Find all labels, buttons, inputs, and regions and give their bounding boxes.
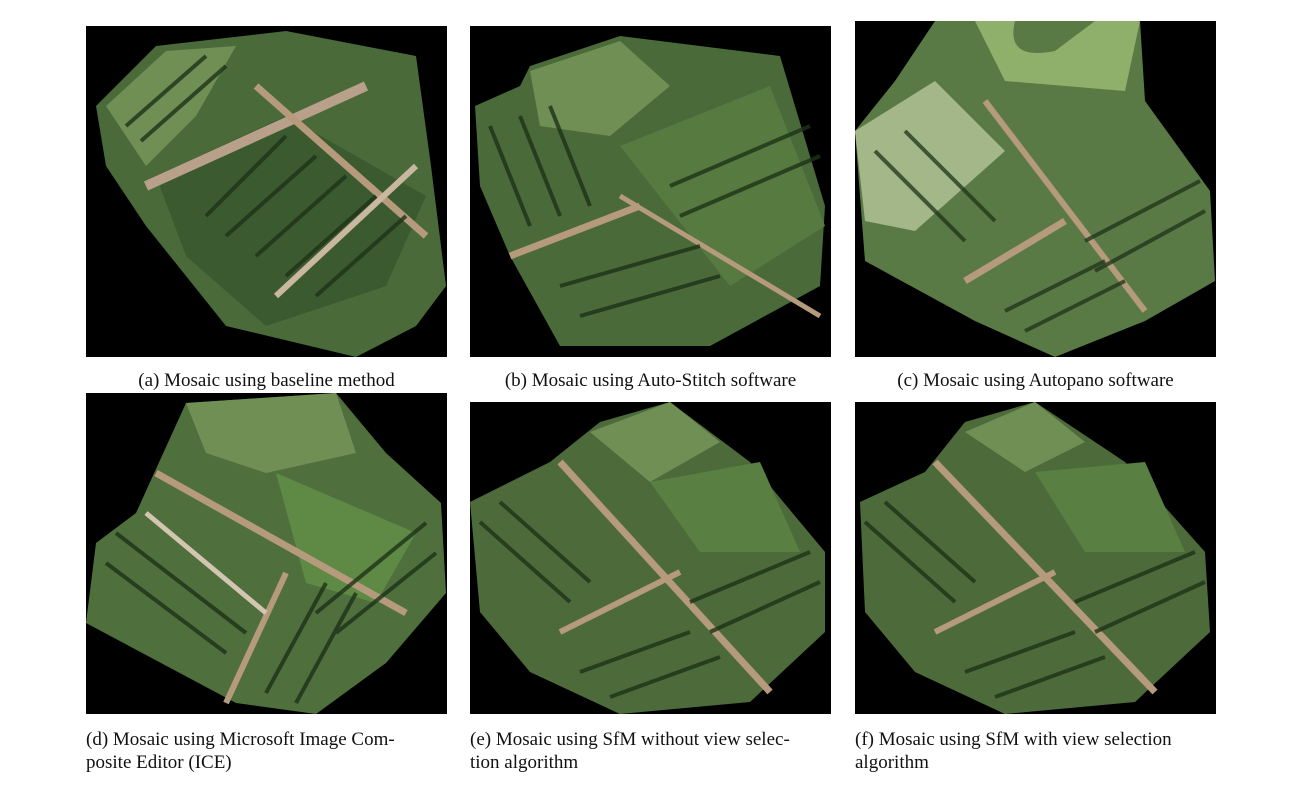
mosaic-b-graphic [475,36,825,346]
caption-b: (b) Mosaic using Auto-Stitch software [504,370,797,391]
caption-c: (c) Mosaic using Autopano software [897,370,1174,391]
mosaic-image-b [470,26,831,357]
caption-f-line-2: algorithm [855,752,929,773]
mosaic-a-graphic [96,31,446,357]
caption-e-line-1: (e) Mosaic using SfM without view selec- [470,729,790,750]
mosaic-image-c [855,21,1216,357]
mosaic-c-graphic [855,21,1215,357]
mosaic-image-d [86,393,447,714]
caption-d-line-2: posite Editor (ICE) [86,752,232,773]
caption-f: (f) Mosaic using SfM with view selection… [855,728,1216,774]
caption-f-line-1: (f) Mosaic using SfM with view selection [855,729,1172,750]
mosaic-image-a [86,26,447,357]
caption-d: (d) Mosaic using Microsoft Image Com- po… [86,728,447,774]
mosaic-image-f [855,402,1216,714]
mosaic-image-e [470,402,831,714]
caption-a: (a) Mosaic using baseline method [138,370,395,391]
mosaic-f-graphic [860,402,1210,714]
mosaic-e-graphic [470,402,825,714]
caption-d-line-1: (d) Mosaic using Microsoft Image Com- [86,729,395,750]
mosaic-d-graphic [86,393,446,714]
caption-e: (e) Mosaic using SfM without view selec-… [470,728,831,774]
caption-e-line-2: tion algorithm [470,752,579,773]
